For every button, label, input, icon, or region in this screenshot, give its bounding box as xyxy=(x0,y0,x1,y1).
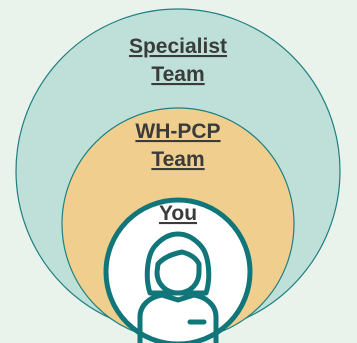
wh-pcp-team-label-line1: WH-PCP xyxy=(135,120,220,143)
person-icon xyxy=(137,231,219,343)
specialist-team-label-line2: Team xyxy=(151,63,204,86)
specialist-team-label-line1: Specialist xyxy=(129,35,227,58)
wh-pcp-team-label-line2: Team xyxy=(151,148,204,171)
you-label: You xyxy=(159,202,197,225)
